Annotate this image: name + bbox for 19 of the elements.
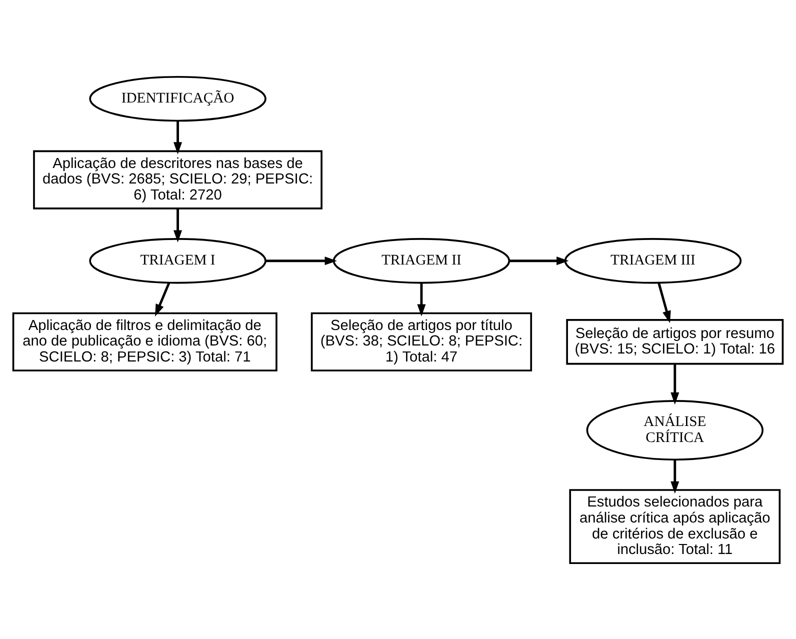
arrow <box>266 256 337 265</box>
arrow <box>658 282 671 323</box>
node-box: Estudos selecionados para análise crítica após aplicação de critérios de exclusão e inclusão: Total: 11 <box>569 488 781 564</box>
node-box: Seleção de artigos por resumo (BVS: 15; SCIELO: 1) Total: 16 <box>566 318 784 364</box>
node-ellipse: TRIAGEM III <box>564 238 742 284</box>
arrow <box>670 459 680 494</box>
node-ellipse: IDENTIFICAÇÃO <box>89 75 266 122</box>
node-ellipse: TRIAGEM I <box>89 238 266 284</box>
node-box: Aplicação de descritores nas bases de dados (BVS: 2685; SCIELO: 29; PEPSIC: 6) Total: 2720 <box>33 150 322 209</box>
node-ellipse: TRIAGEM II <box>332 238 510 284</box>
node-box: Seleção de artigos por título (BVS: 38; SCIELO: 8; PEPSIC: 1) Total: 47 <box>310 312 532 371</box>
arrow <box>174 120 182 154</box>
arrow <box>510 256 569 265</box>
node-box: Aplicação de filtros e delimitação de ano de publicação e idioma (BVS: 60; SCIELO: 8; PEPSIC: 3) Total: 71 <box>12 312 278 371</box>
node-ellipse: ANÁLISE CRÍTICA <box>586 400 764 460</box>
arrow <box>670 363 680 404</box>
arrow <box>174 208 182 242</box>
arrow <box>417 282 426 316</box>
arrow <box>155 282 170 316</box>
